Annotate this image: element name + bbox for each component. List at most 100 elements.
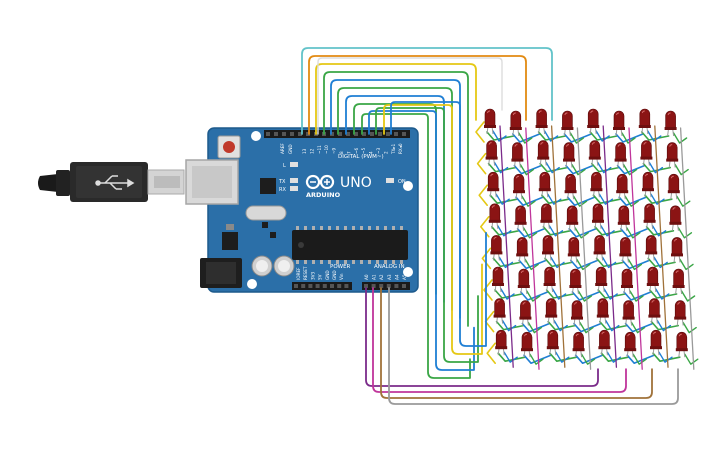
wire[interactable] bbox=[550, 256, 565, 269]
header-hole[interactable] bbox=[338, 132, 342, 136]
header-hole[interactable] bbox=[386, 132, 390, 136]
wire[interactable] bbox=[515, 196, 544, 206]
wire[interactable] bbox=[618, 196, 647, 206]
wire[interactable] bbox=[592, 194, 621, 204]
wire[interactable] bbox=[615, 133, 644, 143]
header-hole[interactable] bbox=[362, 132, 366, 136]
led[interactable] bbox=[535, 108, 548, 135]
wire[interactable] bbox=[476, 152, 487, 175]
wire[interactable] bbox=[522, 227, 538, 239]
wire[interactable] bbox=[652, 352, 681, 362]
header-hole[interactable] bbox=[394, 284, 399, 288]
led[interactable] bbox=[513, 173, 525, 200]
led[interactable] bbox=[521, 331, 533, 358]
led[interactable] bbox=[540, 203, 553, 229]
led[interactable] bbox=[624, 331, 637, 358]
wire[interactable] bbox=[621, 132, 636, 144]
wire[interactable] bbox=[308, 55, 527, 135]
wire[interactable] bbox=[600, 225, 615, 237]
wire[interactable] bbox=[548, 225, 564, 237]
wire[interactable] bbox=[495, 320, 525, 331]
header-hole[interactable] bbox=[306, 132, 310, 136]
wire[interactable] bbox=[541, 194, 570, 204]
wire[interactable] bbox=[682, 321, 697, 334]
led[interactable] bbox=[571, 300, 583, 326]
wire[interactable] bbox=[589, 131, 618, 141]
wire[interactable] bbox=[679, 127, 695, 370]
wire[interactable] bbox=[315, 63, 477, 135]
wire[interactable] bbox=[516, 228, 546, 238]
wire[interactable] bbox=[628, 127, 643, 370]
wire[interactable] bbox=[511, 133, 541, 143]
header-hole[interactable] bbox=[282, 132, 286, 136]
wire[interactable] bbox=[518, 259, 547, 270]
wire[interactable] bbox=[565, 164, 594, 175]
wire[interactable] bbox=[499, 125, 514, 368]
wire[interactable] bbox=[626, 354, 655, 364]
wire[interactable] bbox=[330, 79, 461, 319]
wire[interactable] bbox=[594, 226, 623, 236]
wire[interactable] bbox=[679, 258, 694, 271]
led[interactable] bbox=[487, 171, 500, 198]
wire[interactable] bbox=[503, 351, 518, 363]
wire[interactable] bbox=[570, 259, 599, 270]
header-hole[interactable] bbox=[274, 132, 278, 136]
wire[interactable] bbox=[600, 352, 629, 362]
wire[interactable] bbox=[361, 113, 471, 379]
wire[interactable] bbox=[621, 259, 650, 270]
led[interactable] bbox=[621, 268, 633, 295]
wire[interactable] bbox=[605, 319, 620, 332]
led[interactable] bbox=[545, 298, 558, 324]
wire[interactable] bbox=[580, 353, 596, 365]
wire[interactable] bbox=[544, 257, 573, 268]
led[interactable] bbox=[588, 140, 601, 166]
wire[interactable] bbox=[542, 226, 571, 236]
wire[interactable] bbox=[566, 196, 596, 206]
header-hole[interactable] bbox=[364, 284, 368, 288]
wire[interactable] bbox=[481, 247, 492, 270]
header-hole[interactable] bbox=[344, 284, 349, 288]
wire[interactable] bbox=[656, 319, 672, 332]
wire[interactable] bbox=[647, 130, 662, 142]
header-hole[interactable] bbox=[266, 132, 270, 136]
led[interactable] bbox=[643, 203, 656, 229]
wire[interactable] bbox=[372, 287, 627, 393]
wire[interactable] bbox=[487, 162, 517, 173]
wire[interactable] bbox=[497, 352, 526, 362]
wire[interactable] bbox=[500, 288, 515, 300]
wire[interactable] bbox=[545, 161, 560, 174]
led[interactable] bbox=[666, 142, 679, 168]
header-hole[interactable] bbox=[322, 284, 327, 288]
wire[interactable] bbox=[478, 184, 488, 206]
header-hole[interactable] bbox=[315, 284, 320, 288]
wire[interactable] bbox=[574, 227, 589, 239]
led[interactable] bbox=[638, 108, 651, 135]
led[interactable] bbox=[593, 235, 606, 261]
header-hole[interactable] bbox=[394, 132, 398, 136]
wire[interactable] bbox=[645, 226, 675, 236]
wire[interactable] bbox=[529, 353, 544, 365]
wire[interactable] bbox=[641, 131, 670, 141]
wire[interactable] bbox=[555, 351, 570, 363]
led[interactable] bbox=[537, 140, 550, 166]
led[interactable] bbox=[646, 266, 659, 293]
usb-cable[interactable] bbox=[38, 162, 185, 202]
led[interactable] bbox=[542, 235, 554, 261]
wire[interactable] bbox=[380, 287, 653, 399]
wire[interactable] bbox=[569, 132, 585, 144]
led[interactable] bbox=[490, 235, 503, 261]
wire[interactable] bbox=[492, 130, 507, 142]
wire[interactable] bbox=[597, 289, 626, 299]
wire[interactable] bbox=[539, 162, 568, 173]
led[interactable] bbox=[546, 329, 559, 356]
wire[interactable] bbox=[568, 228, 597, 238]
wire[interactable] bbox=[672, 132, 688, 144]
wire[interactable] bbox=[649, 289, 678, 299]
led[interactable] bbox=[598, 329, 611, 356]
wire[interactable] bbox=[491, 226, 520, 236]
wire[interactable] bbox=[337, 87, 453, 311]
header-hole[interactable] bbox=[290, 132, 294, 136]
wire[interactable] bbox=[486, 342, 496, 364]
wire[interactable] bbox=[523, 354, 552, 364]
